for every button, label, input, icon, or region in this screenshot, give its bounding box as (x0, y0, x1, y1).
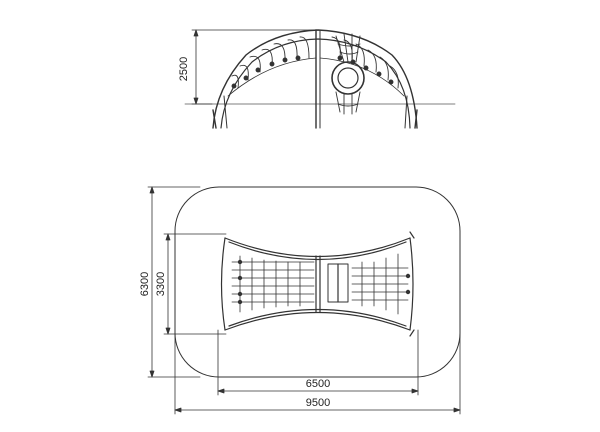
dim-6500 (217, 329, 419, 396)
left-leg-b (223, 95, 228, 129)
left-leg-a (212, 109, 217, 129)
plan-view: 6300 3300 6500 9500 (139, 186, 461, 415)
tunnel-ring-outer (331, 61, 365, 95)
right-leg-b (404, 95, 408, 129)
dim-2500 (191, 29, 319, 105)
dim-6300-label: 6300 (139, 272, 151, 296)
dim-6300 (147, 186, 201, 378)
dim-3300 (163, 233, 227, 335)
right-net-ropes (319, 36, 405, 97)
left-net-ropes (227, 36, 317, 97)
safety-zone (174, 186, 461, 378)
net-funnel (331, 33, 365, 115)
tunnel-ring-inner (337, 67, 359, 89)
dim-3300-label: 3300 (155, 272, 167, 296)
side-elevation: 2500 (178, 29, 456, 129)
dim-2500-label: 2500 (178, 57, 190, 81)
right-net-grid (351, 253, 411, 315)
outer-arch (212, 29, 418, 129)
right-leg-a (414, 109, 418, 129)
dim-9500 (174, 299, 461, 415)
dim-6500-label: 6500 (306, 378, 330, 390)
center-posts-plan (315, 255, 349, 313)
left-net-grid (231, 255, 315, 313)
structure-outline (220, 231, 415, 337)
dim-9500-label: 9500 (306, 397, 330, 409)
